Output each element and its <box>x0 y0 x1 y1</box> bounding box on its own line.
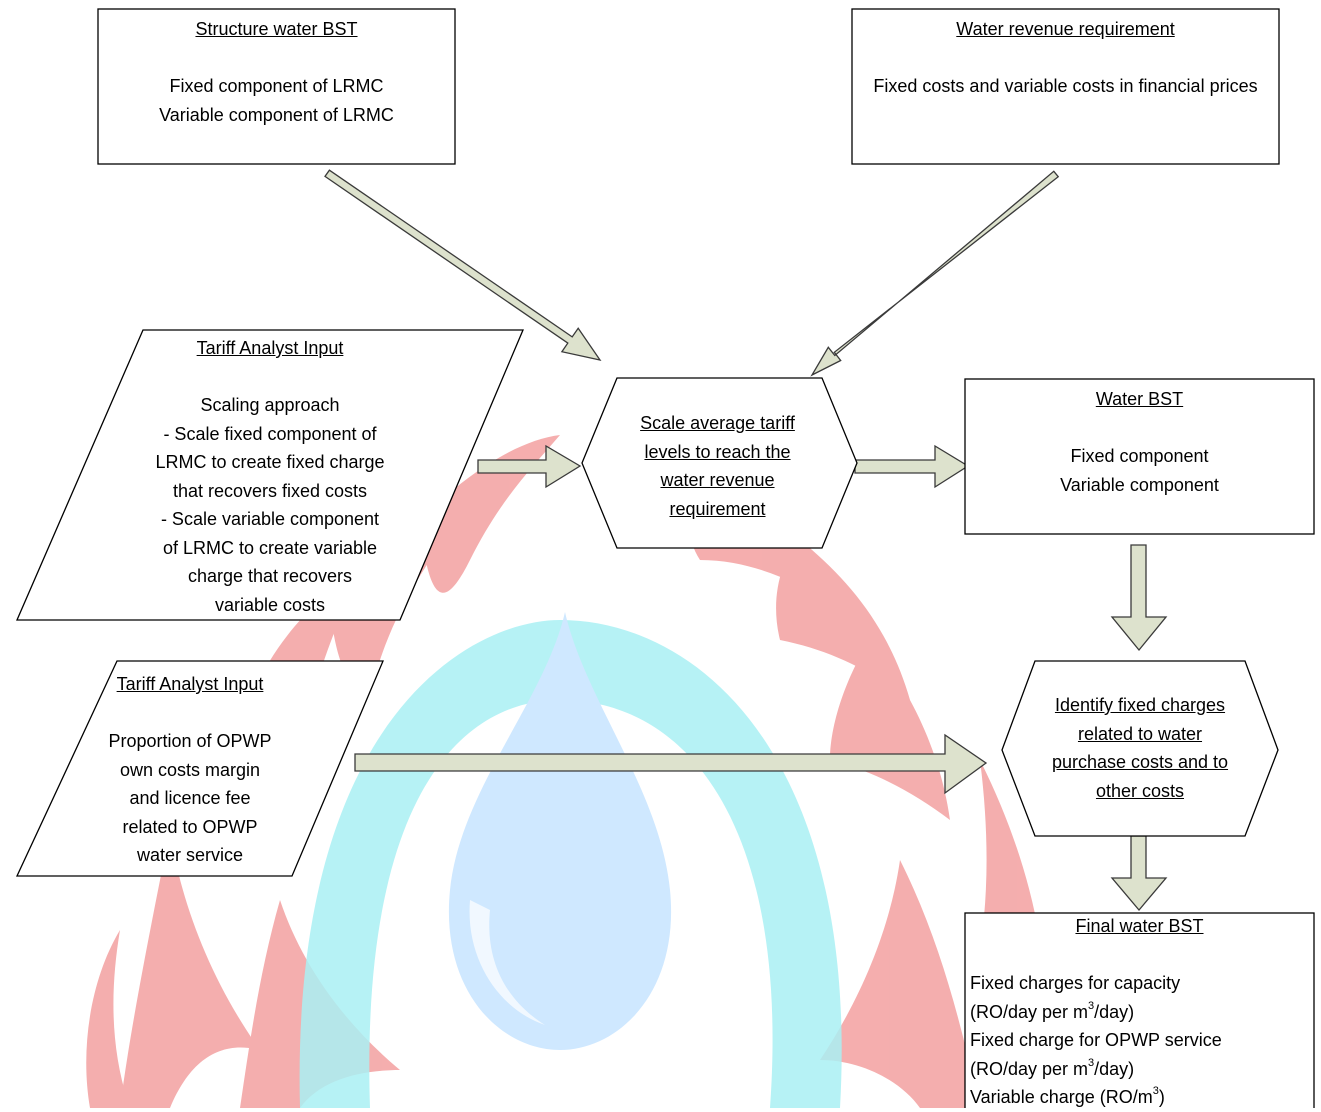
box-final-water-bst <box>964 912 1315 1108</box>
analyst-input-1-line: that recovers fixed costs <box>172 480 368 501</box>
scale-tariff-line: water revenue <box>660 470 775 490</box>
analyst-input-1-line: LRMC to create fixed charge <box>155 452 385 472</box>
final-bst-line-part: Variable charge (RO/m <box>970 1087 1153 1107</box>
water-bst-title: Water BST <box>1095 389 1184 409</box>
structure-bst-line: Variable component of LRMC <box>159 104 394 125</box>
analyst-input-1-line: Scaling approach <box>200 395 340 415</box>
final-bst-superscript: 3 <box>1088 1056 1095 1069</box>
box-structure-water-bst <box>97 8 456 165</box>
analyst-input-1-line: - Scale fixed component of <box>163 423 377 444</box>
analyst-input-1-line: - Scale variable component <box>160 509 380 529</box>
analyst-input-1-line: variable costs <box>214 594 326 615</box>
final-bst-line: (RO/day per m3/day) <box>970 1055 1310 1084</box>
box-identify-fixed-charges <box>1001 660 1279 837</box>
final-bst-line-part: ) <box>1158 1087 1165 1107</box>
final-bst-line: Variable charge (RO/m3) <box>970 1083 1310 1112</box>
final-bst-line: Fixed charge for OPWP service <box>970 1030 1222 1050</box>
analyst-input-2-text: Tariff Analyst Input Proportion of OPWP … <box>95 670 285 870</box>
arrow-identify-to-final <box>1110 835 1168 912</box>
arrow-revenue-to-scale <box>810 170 1060 377</box>
revenue-req-text: Water revenue requirement Fixed costs an… <box>852 15 1279 101</box>
arrow-input2-to-identify <box>354 733 988 795</box>
identify-fixed-line: Identify fixed charges <box>1054 695 1226 715</box>
scale-tariff-line: Scale average tariff <box>640 413 795 433</box>
final-bst-line-part: /day) <box>1094 1058 1135 1079</box>
identify-fixed-line: related to water <box>1077 723 1203 744</box>
revenue-req-title: Water revenue requirement <box>956 19 1175 39</box>
scale-tariff-text: Scale average tariff levels to reach the… <box>600 409 835 523</box>
analyst-input-2-title: Tariff Analyst Input <box>116 674 264 694</box>
analyst-input-2-line: Proportion of OPWP <box>108 731 272 751</box>
structure-bst-text: Structure water BST Fixed component of L… <box>98 15 455 129</box>
identify-fixed-line: purchase costs and to <box>1051 752 1229 772</box>
revenue-req-line: Fixed costs and variable costs in financ… <box>873 76 1258 96</box>
final-bst-superscript: 3 <box>1152 1085 1159 1097</box>
final-bst-title: Final water BST <box>1075 916 1204 936</box>
water-bst-line: Variable component <box>1060 474 1219 495</box>
analyst-input-2-line: and licence fee <box>129 788 251 808</box>
water-bst-line: Fixed component <box>1070 446 1209 466</box>
final-bst-line-part: (RO/day per m <box>970 1058 1089 1079</box>
analyst-input-1-line: of LRMC to create variable <box>162 537 378 558</box>
arrow-input1-to-scale <box>477 444 582 489</box>
analyst-input-1-title: Tariff Analyst Input <box>196 338 344 358</box>
arrow-waterbst-to-identify <box>1110 544 1168 652</box>
box-water-bst <box>964 378 1315 535</box>
final-bst-line: Fixed charges for capacity <box>970 973 1181 993</box>
box-tariff-analyst-input-2 <box>15 660 384 877</box>
scale-tariff-line: levels to reach the <box>644 441 791 462</box>
box-water-revenue-requirement <box>851 8 1280 165</box>
analyst-input-2-line: own costs margin <box>119 759 261 780</box>
identify-fixed-text: Identify fixed charges related to water … <box>1020 691 1260 805</box>
water-bst-text: Water BST Fixed component Variable compo… <box>965 385 1314 499</box>
box-scale-average-tariff <box>581 377 858 549</box>
structure-bst-line: Fixed component of LRMC <box>169 76 384 96</box>
structure-bst-title: Structure water BST <box>195 19 358 39</box>
final-bst-line-part: (RO/day per m <box>970 1001 1089 1022</box>
final-bst-lines: Fixed charges for capacity (RO/day per m… <box>970 969 1310 1112</box>
arrow-scale-to-waterbst <box>854 444 970 489</box>
final-bst-line-part: /day) <box>1094 1001 1135 1022</box>
identify-fixed-line: other costs <box>1095 780 1185 801</box>
analyst-input-1-line: charge that recovers <box>187 566 353 586</box>
analyst-input-2-line: related to OPWP <box>122 816 258 837</box>
final-bst-superscript: 3 <box>1088 999 1095 1012</box>
analyst-input-2-line: water service <box>136 845 244 865</box>
final-bst-title-text: Final water BST <box>965 912 1314 941</box>
arrow-structure-to-scale <box>324 169 602 361</box>
analyst-input-1-text: Tariff Analyst Input Scaling approach - … <box>150 334 390 619</box>
box-tariff-analyst-input-1 <box>16 329 524 621</box>
scale-tariff-line: requirement <box>669 498 766 519</box>
final-bst-line: (RO/day per m3/day) <box>970 998 1310 1027</box>
